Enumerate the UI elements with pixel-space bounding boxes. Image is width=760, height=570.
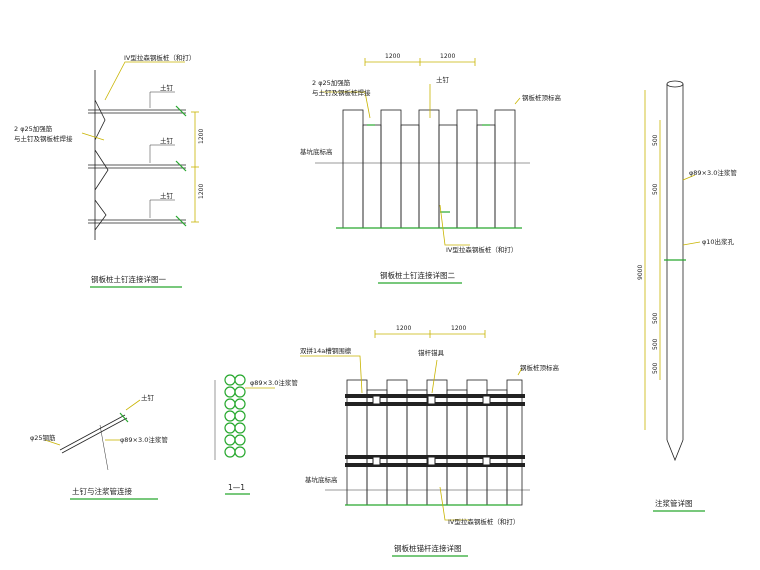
detail-5: φ89×3.0注浆管 1—1 [214, 374, 298, 495]
detail-title: 1—1 [228, 483, 245, 492]
dim-label: 500 [652, 338, 659, 350]
dim-label: 500 [652, 362, 659, 374]
dim-label: 500 [652, 134, 659, 146]
waler-beam [345, 394, 525, 467]
weld-note: 2 φ25加强筋 [312, 78, 351, 87]
pile-top-elevation: 钢板桩顶标高 [520, 363, 560, 372]
dim-label: 1200 [451, 325, 466, 332]
detail-4: 土钉 φ25钢筋 φ89×3.0注浆管 土钉与注浆管连接 [30, 393, 168, 500]
waler-label: 双拼14a槽钢围檩 [300, 346, 352, 355]
dim-label: 1200 [198, 129, 205, 144]
detail-title: 土钉与注浆管连接 [72, 486, 132, 496]
detail-2: 1200 1200 2 φ25加强筋 与土钉及钢板桩焊接 土钉 钢板桩顶标高 [300, 53, 562, 284]
weld-note: 与土钉及钢板桩焊接 [14, 134, 73, 143]
detail-title: 钢板桩锚杆连接详图 [394, 543, 462, 553]
soil-nail-label: 土钉 [436, 75, 450, 84]
detail-title: 钢板桩土钉连接详图二 [380, 270, 455, 280]
soil-nail-label: 土钉 [160, 191, 174, 200]
pit-bottom-elevation: 基坑底标高 [300, 147, 333, 156]
pile-callout: IV型拉森钢板桩（和打） [448, 517, 519, 526]
detail-title: 钢板桩土钉连接详图一 [91, 274, 166, 284]
soil-nail-row [88, 105, 187, 117]
pipe-label: φ89×3.0注浆管 [120, 435, 168, 444]
detail-6: 500 500 500 500 500 9000 φ89×3.0注浆管 φ10出… [637, 80, 737, 512]
soil-nail-row [88, 160, 187, 172]
grout-pipe-section [224, 374, 246, 458]
rebar-label: φ25钢筋 [30, 433, 56, 442]
dim-label: 1200 [396, 325, 411, 332]
total-dim-label: 9000 [637, 265, 644, 280]
detail-3: 1200 1200 [300, 325, 560, 557]
soil-nail-label: 土钉 [160, 83, 174, 92]
weld-note: 2 φ25加强筋 [14, 124, 53, 133]
dim-label: 500 [652, 183, 659, 195]
hole-label: φ10出浆孔 [702, 237, 735, 246]
sheet-piles [342, 109, 516, 229]
pile-callout: IV型拉森钢板桩（和打） [446, 245, 517, 254]
dim-label: 1200 [198, 184, 205, 199]
soil-nail-row [88, 215, 187, 227]
detail-1: 1200 1200 IV型拉森钢板桩（和打） 土钉 土钉 土钉 2 φ25加强筋… [14, 53, 205, 288]
pipe-label: φ89×3.0注浆管 [250, 378, 298, 387]
soil-nail-label: 土钉 [160, 136, 174, 145]
dim-label: 1200 [440, 53, 455, 60]
pile-top-elevation: 钢板桩顶标高 [522, 93, 562, 102]
dim-label: 1200 [385, 53, 400, 60]
detail-title: 注浆管详图 [655, 498, 693, 508]
soil-nail-label: 土钉 [141, 393, 155, 402]
pit-bottom-elevation: 基坑底标高 [305, 475, 338, 484]
weld-note: 与土钉及钢板桩焊接 [312, 88, 371, 97]
anchor-heads [372, 395, 491, 466]
pipe-label: φ89×3.0注浆管 [689, 168, 737, 177]
anchor-label: 锚杆锚具 [418, 348, 445, 357]
pile-callout: IV型拉森钢板桩（和打） [124, 53, 195, 62]
dim-label: 500 [652, 312, 659, 324]
